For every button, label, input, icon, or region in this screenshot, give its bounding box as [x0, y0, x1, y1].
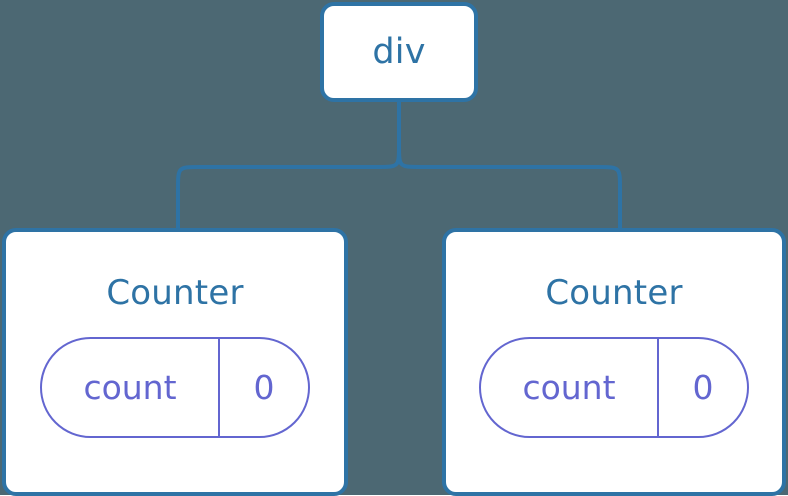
state-value-label: 0 — [253, 368, 275, 407]
state-value-label: 0 — [692, 368, 714, 407]
counter-node-label: Counter — [106, 273, 244, 313]
state-pill-divider — [657, 339, 659, 436]
tree-node-counter-1[interactable]: Counter count 0 — [442, 228, 786, 496]
root-node-label: div — [372, 31, 426, 72]
state-key-label: count — [83, 368, 177, 407]
counter-node-label: Counter — [545, 273, 683, 313]
state-pill-divider — [218, 339, 220, 436]
tree-node-root[interactable]: div — [320, 2, 478, 102]
state-key-label: count — [522, 368, 616, 407]
tree-node-counter-0[interactable]: Counter count 0 — [2, 228, 348, 496]
state-pill-count[interactable]: count 0 — [479, 337, 749, 438]
connector-root-to-children — [176, 100, 622, 230]
state-pill-count[interactable]: count 0 — [40, 337, 310, 438]
